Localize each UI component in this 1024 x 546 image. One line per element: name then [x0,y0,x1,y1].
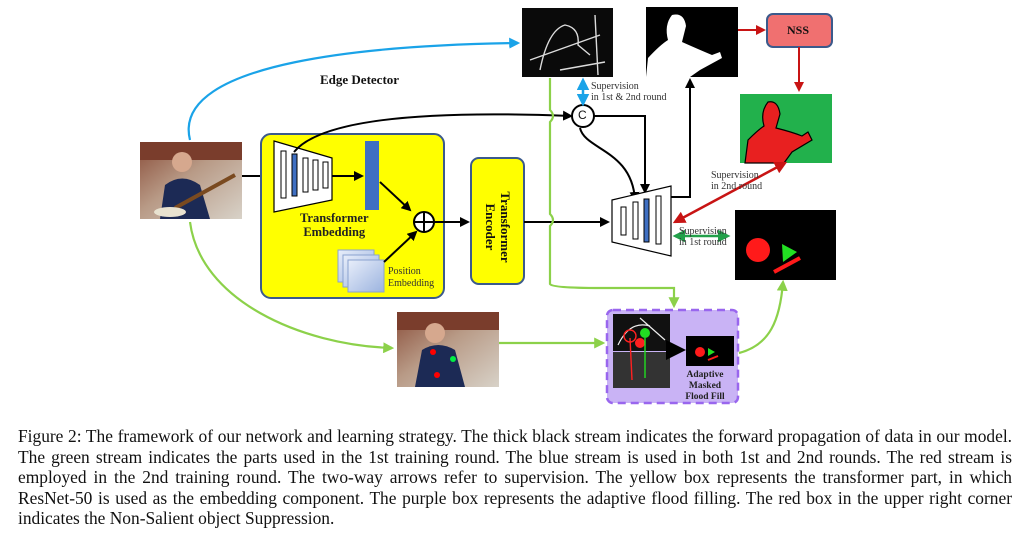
flood-fill-label-image [735,210,836,280]
flood-fill-line2: Flood Fill [685,392,725,402]
position-embedding-line1: Position [388,266,421,277]
figure-caption: Figure 2: The framework of our network a… [18,426,1012,529]
supervision-1st-line1: Supervision [679,226,727,237]
embedding-feature [365,141,379,210]
flood-fill-label: Adaptive Masked Flood Fill [672,370,738,403]
nss-pseudo-label-image [740,94,832,164]
saliency-map-image [646,7,738,77]
transformer-encoder-label: Transformer Encoder [483,167,513,287]
green-stream-floodfill-output [738,279,788,355]
transformer-embedding-line1: Transformer [300,211,369,225]
transformer-encoder-line1: Transformer [498,191,513,263]
supervision-both-label: Supervision in 1st & 2nd round [591,81,667,103]
supervision-2nd-line1: Supervision [711,170,759,181]
supervision-2nd-label: Supervision in 2nd round [711,170,762,192]
supervision-both-line2: in 1st & 2nd round [591,92,667,103]
edge-map-image [522,8,613,77]
supervision-1st-label: Supervision in 1st round [679,226,727,248]
nss-label: NSS [787,23,810,37]
position-embedding-block [347,259,385,293]
concat-label: C [578,108,587,122]
green-stream-input [188,221,395,354]
edge-detector-label: Edge Detector [320,72,400,87]
transformer-embedding-line2: Embedding [303,225,366,239]
transformer-embedding-label: Transformer Embedding [300,211,369,239]
framework-diagram [140,7,836,405]
skip-connection-to-concat [293,110,573,153]
supervision-2nd-line2: in 2nd round [711,181,763,192]
transformer-encoder-line2: Encoder [483,203,498,251]
position-embedding-label: Position Embedding [388,266,434,290]
green-stream-edge-to-floodfill [548,78,680,309]
supervision-1st-line2: in 1st round [679,237,727,248]
input-image-with-points [397,312,499,387]
input-image [140,142,242,219]
supervision-both-line1: Supervision [591,81,639,92]
position-embedding-line2: Embedding [388,278,435,289]
flood-fill-line1: Adaptive Masked [686,370,724,391]
blue-stream-edge-detector [187,37,521,141]
